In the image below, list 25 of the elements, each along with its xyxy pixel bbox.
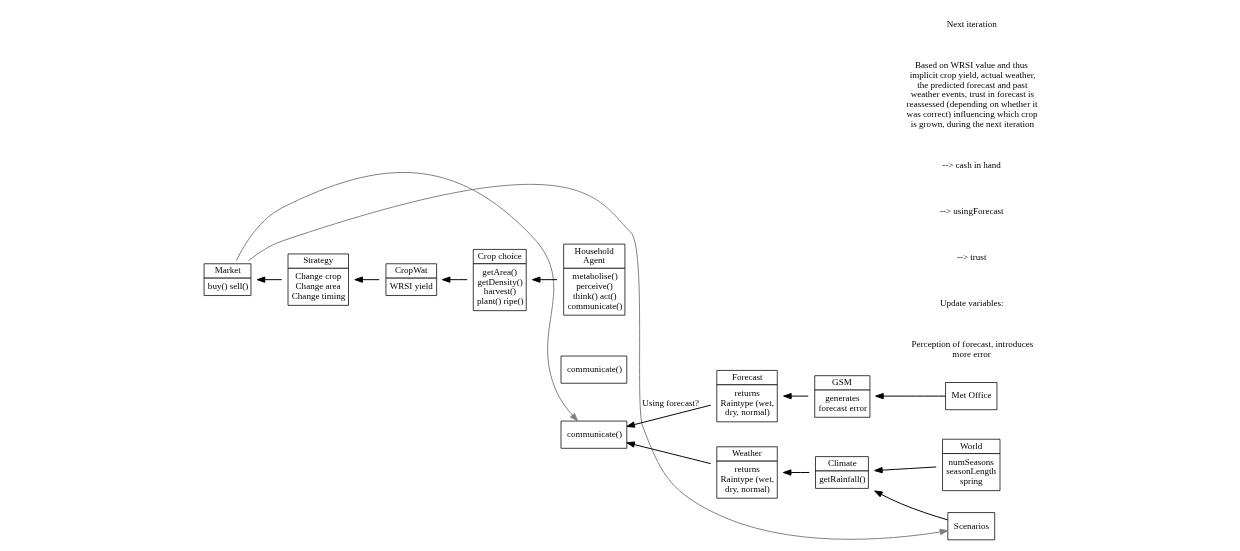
arrow xyxy=(248,183,949,540)
label: --> trust xyxy=(956,252,987,263)
arrow xyxy=(626,404,712,428)
label: Update variables: xyxy=(939,298,1004,309)
arrow xyxy=(441,276,468,283)
arrow xyxy=(354,276,380,283)
label: --> cash in hand xyxy=(942,159,1001,170)
arrow xyxy=(874,466,937,474)
label: --> usingForecast xyxy=(939,205,1004,216)
label: Perception of forecast, introduces more error xyxy=(911,339,1034,360)
arrow xyxy=(875,393,946,400)
node-box: Met Office xyxy=(945,382,998,411)
label: Next iteration xyxy=(946,19,997,30)
label: Based on WRSI value and thus implicit crop yield, actual weather, the predicted forecast and past weather events, trust in forecast is reassessed (depending on whether it was correct) influencing which crop is grown, during the next iteration xyxy=(906,59,1038,129)
arrow xyxy=(235,172,579,422)
arrow xyxy=(531,276,558,283)
arrow xyxy=(874,490,949,521)
arrow xyxy=(783,393,809,400)
arrow xyxy=(256,276,283,283)
arrow xyxy=(782,469,810,476)
node-box: communicate() xyxy=(560,355,628,384)
node-box: communicate() xyxy=(560,420,628,449)
arrow xyxy=(626,441,712,465)
node-box: Scenarios xyxy=(947,512,996,541)
edge-label: Using forecast? xyxy=(642,397,699,408)
